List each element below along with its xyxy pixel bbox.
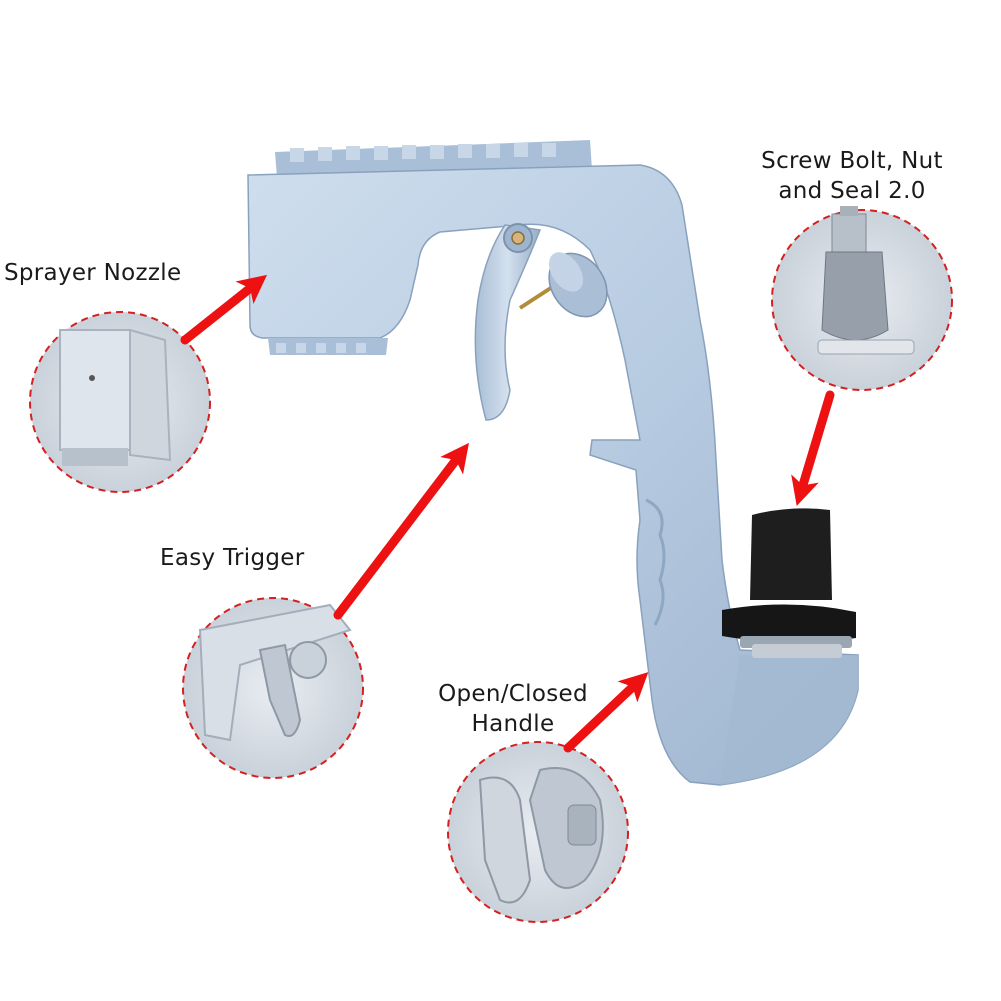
arrow-screw-bolt (791, 390, 835, 507)
sprayer-nozzle-text: Sprayer Nozzle (4, 260, 182, 286)
seal-assembly (722, 508, 856, 658)
trigger-lever (474, 223, 608, 421)
open-closed-handle-line1: Open/Closed (438, 681, 588, 707)
screw-bolt-label: Screw Bolt, Nut and Seal 2.0 (742, 146, 962, 206)
arrow-easy-trigger (333, 442, 469, 620)
arrow-open-closed-handle (563, 672, 649, 753)
zoom-circle-nozzle (29, 311, 211, 493)
pointer-arrows (180, 274, 835, 753)
open-closed-handle-line2: Handle (471, 711, 555, 737)
easy-trigger-label: Easy Trigger (160, 543, 304, 573)
zoom-circle-trigger (182, 597, 364, 779)
screw-bolt-line2: and Seal 2.0 (778, 178, 926, 204)
zoom-circle-screw (771, 206, 953, 391)
arrow-sprayer-nozzle (180, 274, 268, 345)
screw-bolt-line1: Screw Bolt, Nut (761, 148, 943, 174)
easy-trigger-text: Easy Trigger (160, 545, 305, 571)
zoom-circle-handle (447, 741, 629, 923)
sprayer-nozzle-label: Sprayer Nozzle (4, 258, 181, 288)
sprayer-body (247, 140, 859, 786)
open-closed-handle-label: Open/Closed Handle (418, 679, 608, 739)
